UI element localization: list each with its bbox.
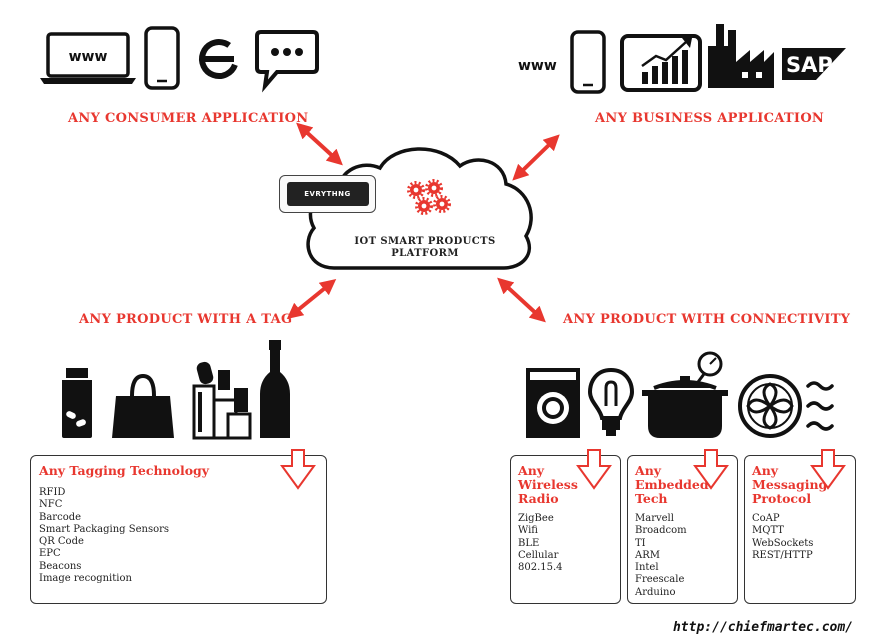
wireless-list: ZigBee Wifi BLE Cellular 802.15.4 [518,513,563,574]
factory-icon [708,24,774,88]
list-item: RFID [39,487,66,498]
business-www-text: www [518,58,557,74]
list-item: ZigBee [518,513,554,524]
smartphone-icon [144,26,180,90]
tagging-list: RFID NFC Barcode Smart Packaging Sensors… [39,487,169,585]
list-item: 802.15.4 [518,562,563,574]
tagging-technology-card: Any Tagging Technology RFID NFC Barcode … [30,455,327,604]
list-item: ARM [635,549,660,561]
list-item: WebSockets [752,537,814,549]
sap-logo-text: SAP [786,53,833,77]
list-item: Arduino [635,586,676,598]
list-item: BLE [518,537,540,549]
consumer-arrow [296,122,343,166]
cloud-label: IOT SMART PRODUCTS PLATFORM [350,236,500,260]
list-item: Broadcom [635,525,687,537]
cosmetics-icon [192,361,252,440]
tag-arrow [286,278,337,320]
list-item: EPC [39,548,61,560]
connectivity-arrow [497,277,546,323]
list-item: CoAP [752,513,780,524]
cloud-label-line1: IOT SMART PRODUCTS [354,236,496,247]
source-url: http://chiefmartec.com/ [672,620,853,635]
list-item: Intel [635,562,659,574]
list-item: Beacons [39,560,82,572]
consumer-application-heading: ANY CONSUMER APPLICATION [68,111,309,126]
handbag-icon [112,373,174,438]
list-item: MQTT [752,525,784,537]
list-item: REST/HTTP [752,549,813,561]
washing-machine-icon [526,368,580,438]
list-item: Wifi [518,525,538,537]
fan-icon [738,374,834,438]
tablet-chart-icon [620,34,702,92]
list-item: Barcode [39,511,82,523]
cooking-pot-icon [642,351,728,438]
laptop-icon: www [40,32,136,84]
evrythng-logo-text: EVRYTHNG [286,182,369,206]
business-arrow [512,134,560,181]
list-item: TI [635,537,646,549]
medicine-bottle-icon [62,368,92,438]
list-item: Image recognition [39,573,132,585]
list-item: Marvell [635,513,674,524]
list-item: Cellular [518,549,559,561]
browser-e-icon [199,39,239,79]
wine-bottle-icon [260,340,290,438]
list-item: QR Code [39,536,84,548]
chat-bubble-icon [255,30,319,93]
business-www-icon: www [518,58,557,74]
embedded-list: Marvell Broadcom TI ARM Intel Freescale … [635,513,687,599]
business-application-heading: ANY BUSINESS APPLICATION [595,111,825,126]
product-with-tag-heading: ANY PRODUCT WITH A TAG [79,312,293,327]
cloud-label-line2: PLATFORM [391,248,459,259]
light-bulb-icon [587,367,635,436]
embedded-tech-card: Any Embedded Tech Marvell Broadcom TI AR… [627,455,738,604]
evrythng-logo: EVRYTHNG [279,175,376,213]
messaging-card-title: Any Messaging Protocol [752,463,828,506]
wireless-card-title: Any Wireless Radio [518,463,578,506]
business-smartphone-icon [570,30,606,94]
messaging-list: CoAP MQTT WebSockets REST/HTTP [752,513,813,562]
gears-icon [407,179,451,215]
list-item: Freescale [635,574,685,586]
sap-logo-icon: SAP [782,48,846,80]
wireless-radio-card: Any Wireless Radio ZigBee Wifi BLE Cellu… [510,455,621,604]
list-item: Smart Packaging Sensors [39,523,170,535]
embedded-card-title: Any Embedded Tech [635,463,709,506]
laptop-www-text: www [69,49,108,65]
product-with-connectivity-heading: ANY PRODUCT WITH CONNECTIVITY [563,312,851,327]
tagging-card-title: Any Tagging Technology [39,463,210,478]
list-item: NFC [39,499,63,511]
messaging-protocol-card: Any Messaging Protocol CoAP MQTT WebSock… [744,455,856,604]
